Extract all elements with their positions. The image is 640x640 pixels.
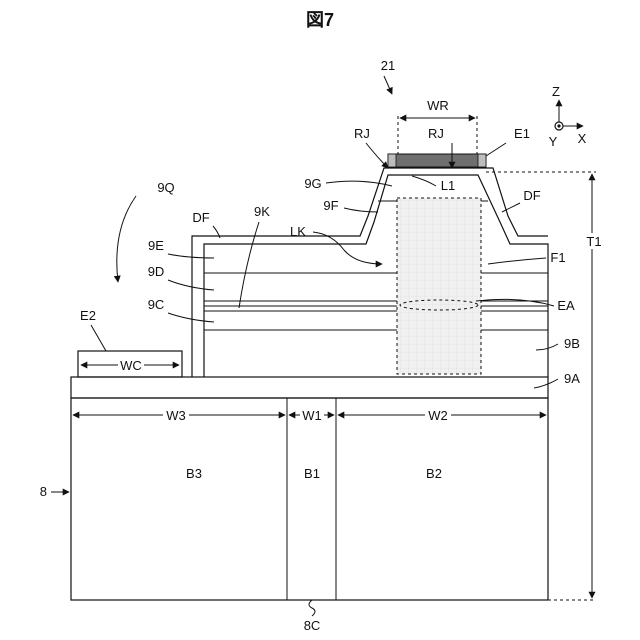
9b-label: 9B [564, 336, 580, 351]
figure-title: 図7 [306, 10, 334, 30]
x-axis-label: X [578, 131, 587, 146]
substrate-label: 8 [40, 484, 47, 499]
df-left-label: DF [192, 210, 209, 225]
substrate-8 [71, 398, 548, 600]
layer-9a [71, 377, 548, 398]
w1-label: W1 [302, 408, 322, 423]
9c-leader [168, 313, 214, 322]
t1-label: T1 [586, 234, 601, 249]
8c-label: 8C [304, 618, 321, 633]
wc-label: WC [120, 358, 142, 373]
y-axis-label: Y [549, 134, 558, 149]
9c-label: 9C [148, 297, 165, 312]
9e-leader [168, 254, 214, 258]
w3-label: W3 [166, 408, 186, 423]
rj-center-label: RJ [428, 126, 444, 141]
9d-leader [168, 280, 214, 290]
f1-label: F1 [550, 250, 565, 265]
f1-leader [488, 258, 546, 264]
rj-left-label: RJ [354, 126, 370, 141]
ea-label: EA [557, 298, 575, 313]
9d-label: 9D [148, 264, 165, 279]
electrode-e1-edge-left [388, 154, 396, 167]
z-axis-label: Z [552, 84, 560, 99]
9q-arrow [117, 196, 136, 282]
e2-label: E2 [80, 308, 96, 323]
8c-leader [309, 600, 315, 616]
y-axis-dot-icon [557, 124, 560, 127]
b1-label: B1 [304, 466, 320, 481]
ref-21-label: 21 [381, 58, 395, 73]
rj-left-arrow [366, 143, 388, 168]
lk-arrow [313, 232, 382, 264]
electrode-e1 [388, 154, 486, 167]
9a-leader [534, 379, 558, 388]
l1-leader [412, 176, 436, 186]
9k-label: 9K [254, 204, 270, 219]
e2-leader [91, 325, 106, 351]
region-f1-fill [397, 198, 481, 374]
df-right-label: DF [523, 188, 540, 203]
electrode-e1-edge-right [478, 154, 486, 167]
9b-leader [536, 344, 558, 350]
b2-label: B2 [426, 466, 442, 481]
9g-leader [326, 181, 392, 186]
9q-label: 9Q [157, 180, 174, 195]
w2-label: W2 [428, 408, 448, 423]
e1-leader [486, 143, 506, 156]
9a-label: 9A [564, 371, 580, 386]
lk-label: LK [290, 224, 306, 239]
b3-label: B3 [186, 466, 202, 481]
l1-label: L1 [441, 178, 455, 193]
9f-leader [344, 208, 378, 212]
9f-label: 9F [323, 198, 338, 213]
ref-21-arrow [384, 76, 392, 94]
e1-label: E1 [514, 126, 530, 141]
9e-label: 9E [148, 238, 164, 253]
wr-label: WR [427, 98, 449, 113]
9g-label: 9G [304, 176, 321, 191]
9k-leader [239, 222, 259, 308]
ea-leader [476, 299, 554, 306]
